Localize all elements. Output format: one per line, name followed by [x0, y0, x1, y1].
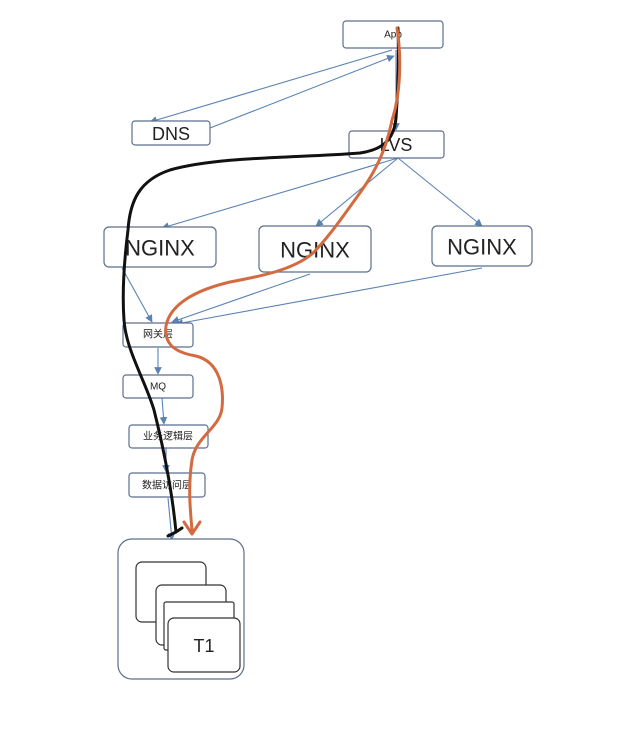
node-nginx-3: NGINX — [431, 225, 533, 267]
edge-dns-app — [209, 54, 395, 129]
edge-app-dns — [149, 49, 393, 124]
table-stack — [135, 561, 241, 673]
edge-lvs-nginx1 — [161, 157, 399, 230]
edges — [121, 49, 483, 541]
edge-mq-business — [159, 397, 168, 425]
edge-nginx1-gateway — [121, 267, 153, 323]
node-mq-label: MQ — [150, 382, 166, 393]
node-app-label: App — [384, 30, 402, 41]
node-nginx-1-label: NGINX — [125, 236, 195, 261]
node-app: App — [342, 20, 444, 49]
node-dns-label: DNS — [152, 124, 190, 144]
node-data-access-label: 数据访问层 — [142, 479, 192, 492]
node-mq: MQ — [122, 374, 194, 399]
edge-nginx3-gateway — [175, 267, 483, 327]
node-business-logic: 业务逻辑层 — [128, 424, 209, 449]
node-data-access: 数据访问层 — [128, 472, 206, 498]
node-database: T1 — [117, 538, 245, 680]
node-business-logic-label: 业务逻辑层 — [143, 430, 193, 443]
edge-lvs-nginx2 — [315, 157, 399, 227]
node-nginx-1: NGINX — [103, 226, 217, 268]
edge-lvs-nginx3 — [397, 157, 483, 227]
edge-nginx2-gateway — [171, 273, 311, 324]
request-path-orange — [164, 26, 402, 536]
table-card-front — [167, 617, 241, 673]
node-gateway: 网关层 — [122, 322, 194, 348]
request-path-black — [121, 26, 400, 538]
node-nginx-3-label: NGINX — [447, 235, 517, 260]
table-t1-label: T1 — [193, 636, 214, 656]
node-dns: DNS — [131, 120, 211, 146]
